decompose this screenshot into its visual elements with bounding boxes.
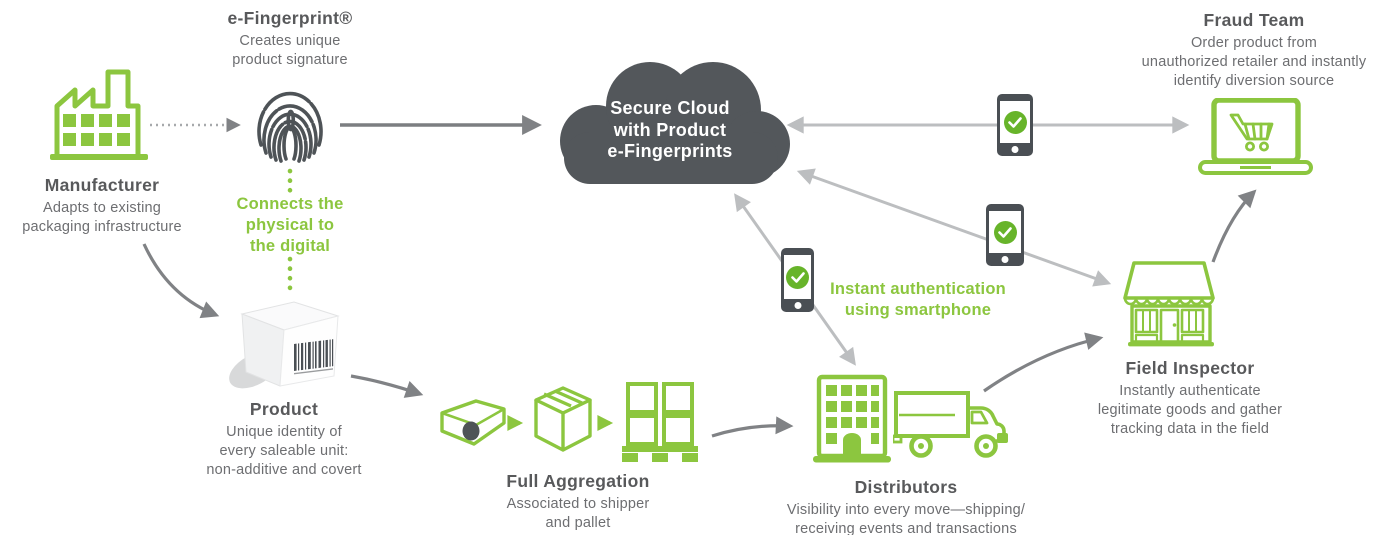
full-aggregation-title: Full Aggregation [506, 471, 650, 491]
phone-screen [1000, 101, 1030, 143]
manufacturer-desc: Adapts to existing packaging infrastruct… [22, 200, 182, 235]
distributors-title: Distributors [854, 477, 958, 497]
storefront-icon [1123, 261, 1215, 347]
cloud-icon [560, 62, 790, 184]
fingerprint-icon [257, 91, 323, 163]
building-icon [813, 374, 891, 463]
laptop-cart-icon [1198, 98, 1313, 175]
shipper-box-icon [534, 386, 592, 452]
smartphone-check-icon [986, 204, 1024, 266]
factory-icon [50, 69, 148, 160]
pallet-icon [622, 382, 698, 462]
product-title: Product [249, 399, 319, 419]
phone-screen [989, 211, 1021, 253]
field-inspector-title: Field Inspector [1125, 358, 1255, 378]
phone-home-button [1011, 146, 1019, 153]
fraud-team-title: Fraud Team [1203, 10, 1305, 30]
product-label: Product Unique identity of every saleabl… [159, 399, 409, 480]
efingerprint-desc: Creates unique product signature [232, 33, 348, 68]
field-inspector-label: Field Inspector Instantly authenticate l… [1050, 358, 1330, 439]
efingerprint-label: e-Fingerprint® Creates unique product si… [185, 8, 395, 70]
cloud-label: Secure Cloud with Product e-Fingerprints [607, 98, 733, 161]
manufacturer-title: Manufacturer [44, 175, 160, 195]
distributors-label: Distributors Visibility into every move—… [741, 477, 1071, 535]
efingerprint-title: e-Fingerprint® [227, 8, 353, 28]
fraud-team-desc: Order product from unauthorized retailer… [1141, 35, 1367, 89]
instant-auth-label: Instant authentication using smartphone [830, 280, 1006, 319]
scanner-icon [440, 399, 506, 446]
truck-icon [893, 391, 1008, 458]
field-inspector-desc: Instantly authenticate legitimate goods … [1097, 383, 1283, 437]
manufacturer-label: Manufacturer Adapts to existing packagin… [0, 175, 217, 237]
check-icon [993, 220, 1017, 244]
product-box-icon [229, 301, 340, 389]
smartphone-check-icon [997, 94, 1033, 156]
distributors-desc: Visibility into every move—shipping/ rec… [786, 502, 1026, 535]
product-desc: Unique identity of every saleable unit: … [206, 424, 362, 478]
fraud-team-label: Fraud Team Order product from unauthoriz… [1099, 10, 1400, 91]
phone-home-button [1001, 256, 1009, 263]
full-aggregation-desc: Associated to shipper and pallet [506, 496, 650, 531]
connects-label: Connects the physical to the digital [236, 195, 344, 255]
full-aggregation-label: Full Aggregation Associated to shipper a… [443, 471, 713, 533]
check-icon [1003, 110, 1027, 134]
